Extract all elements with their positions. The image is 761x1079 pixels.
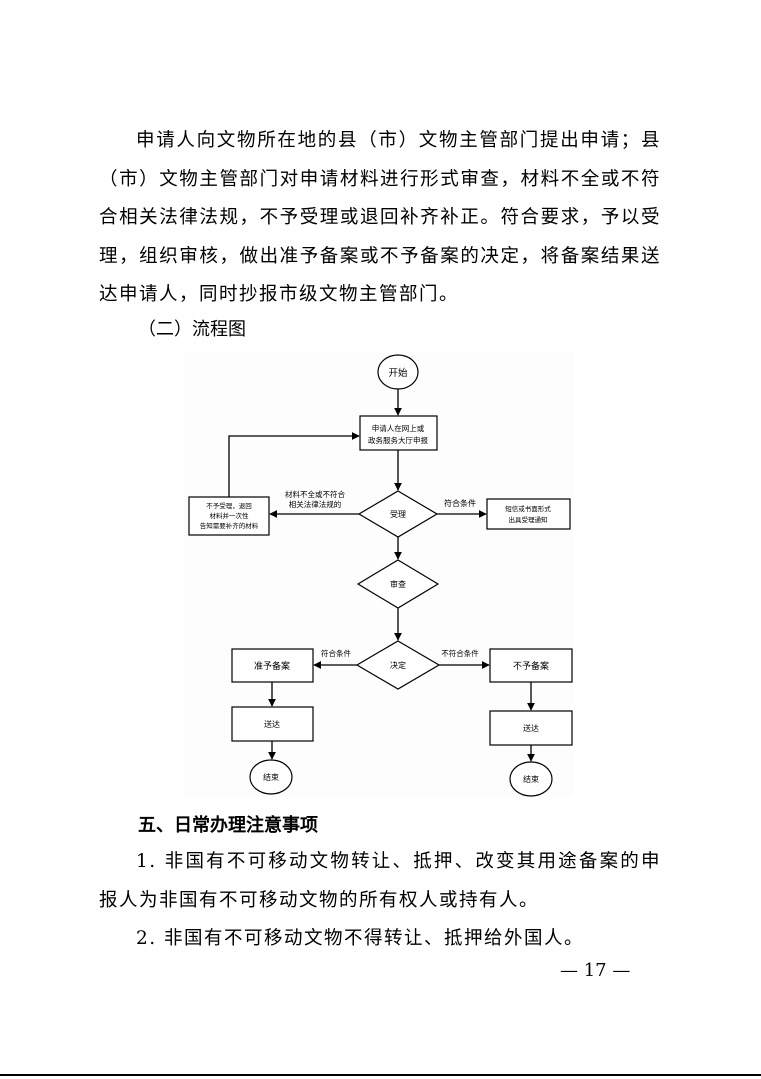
approve-box [231, 648, 314, 683]
review-label: 审查 [390, 579, 406, 589]
reject-label-line2: 材料并一次性 [210, 511, 250, 520]
page-number: — 17 — [560, 960, 631, 981]
edge-label-meets-condition: 符合条件 [444, 498, 476, 508]
edge-label-deny-condition: 不符合条件 [441, 648, 479, 658]
edge-label-incomplete-line1: 材料不全或不符合 [285, 489, 345, 499]
decide-diamond [355, 640, 441, 690]
start-label: 开始 [388, 367, 408, 379]
apply-label-line1: 申请人在网上或 [372, 423, 425, 433]
reject-label-line1: 不予受理，退回 [206, 501, 252, 510]
approve-label: 准予备案 [254, 660, 290, 672]
deny-label: 不予备案 [513, 660, 549, 672]
reject-label-line3: 告知需要补齐的材料 [200, 521, 259, 530]
deny-box [489, 648, 573, 683]
deliver-right-box [489, 710, 573, 746]
notice-item-2: 2. 非国有不可移动文物不得转让、抵押给外国人。 [136, 928, 585, 949]
end-left-node [249, 759, 293, 795]
deliver-left-label: 送达 [264, 719, 280, 729]
edge-label-approve-condition: 符合条件 [321, 648, 351, 658]
reject-box [188, 496, 270, 536]
notice-label-line1: 短信或书面形式 [505, 504, 551, 513]
flowchart: 开始 申请人在网上或 政务服务大厅申报 不予受理，退回 材料并一次性 告知需要补… [184, 352, 574, 797]
procedure-paragraph: 申请人向文物所在地的县（市）文物主管部门提出申请；县（市）文物主管部门对申请材料… [99, 130, 661, 305]
bottom-rule [0, 1074, 761, 1076]
end-left-label: 结束 [263, 772, 279, 782]
section-heading: 五、日常办理注意事项 [138, 815, 318, 836]
notice-label-line2: 出具受理通知 [509, 515, 548, 524]
deliver-right-label: 送达 [523, 723, 539, 733]
end-right-label: 结束 [523, 774, 539, 784]
decide-label: 决定 [390, 660, 406, 670]
apply-label-line2: 政务服务大厅申报 [368, 435, 428, 445]
notice-item-1: 1. 非国有不可移动文物转让、抵押、改变其用途备案的申报人为非国有不可移动文物的… [99, 851, 661, 911]
end-right-node [509, 761, 553, 797]
flowchart-subheading: （二）流程图 [138, 319, 246, 340]
notice-box [486, 498, 571, 530]
arrow-reject-to-apply [228, 432, 360, 497]
edge-label-incomplete-line2: 相关法律法规的 [289, 499, 342, 509]
accept-label: 受理 [390, 509, 406, 519]
deliver-left-box [231, 706, 314, 742]
